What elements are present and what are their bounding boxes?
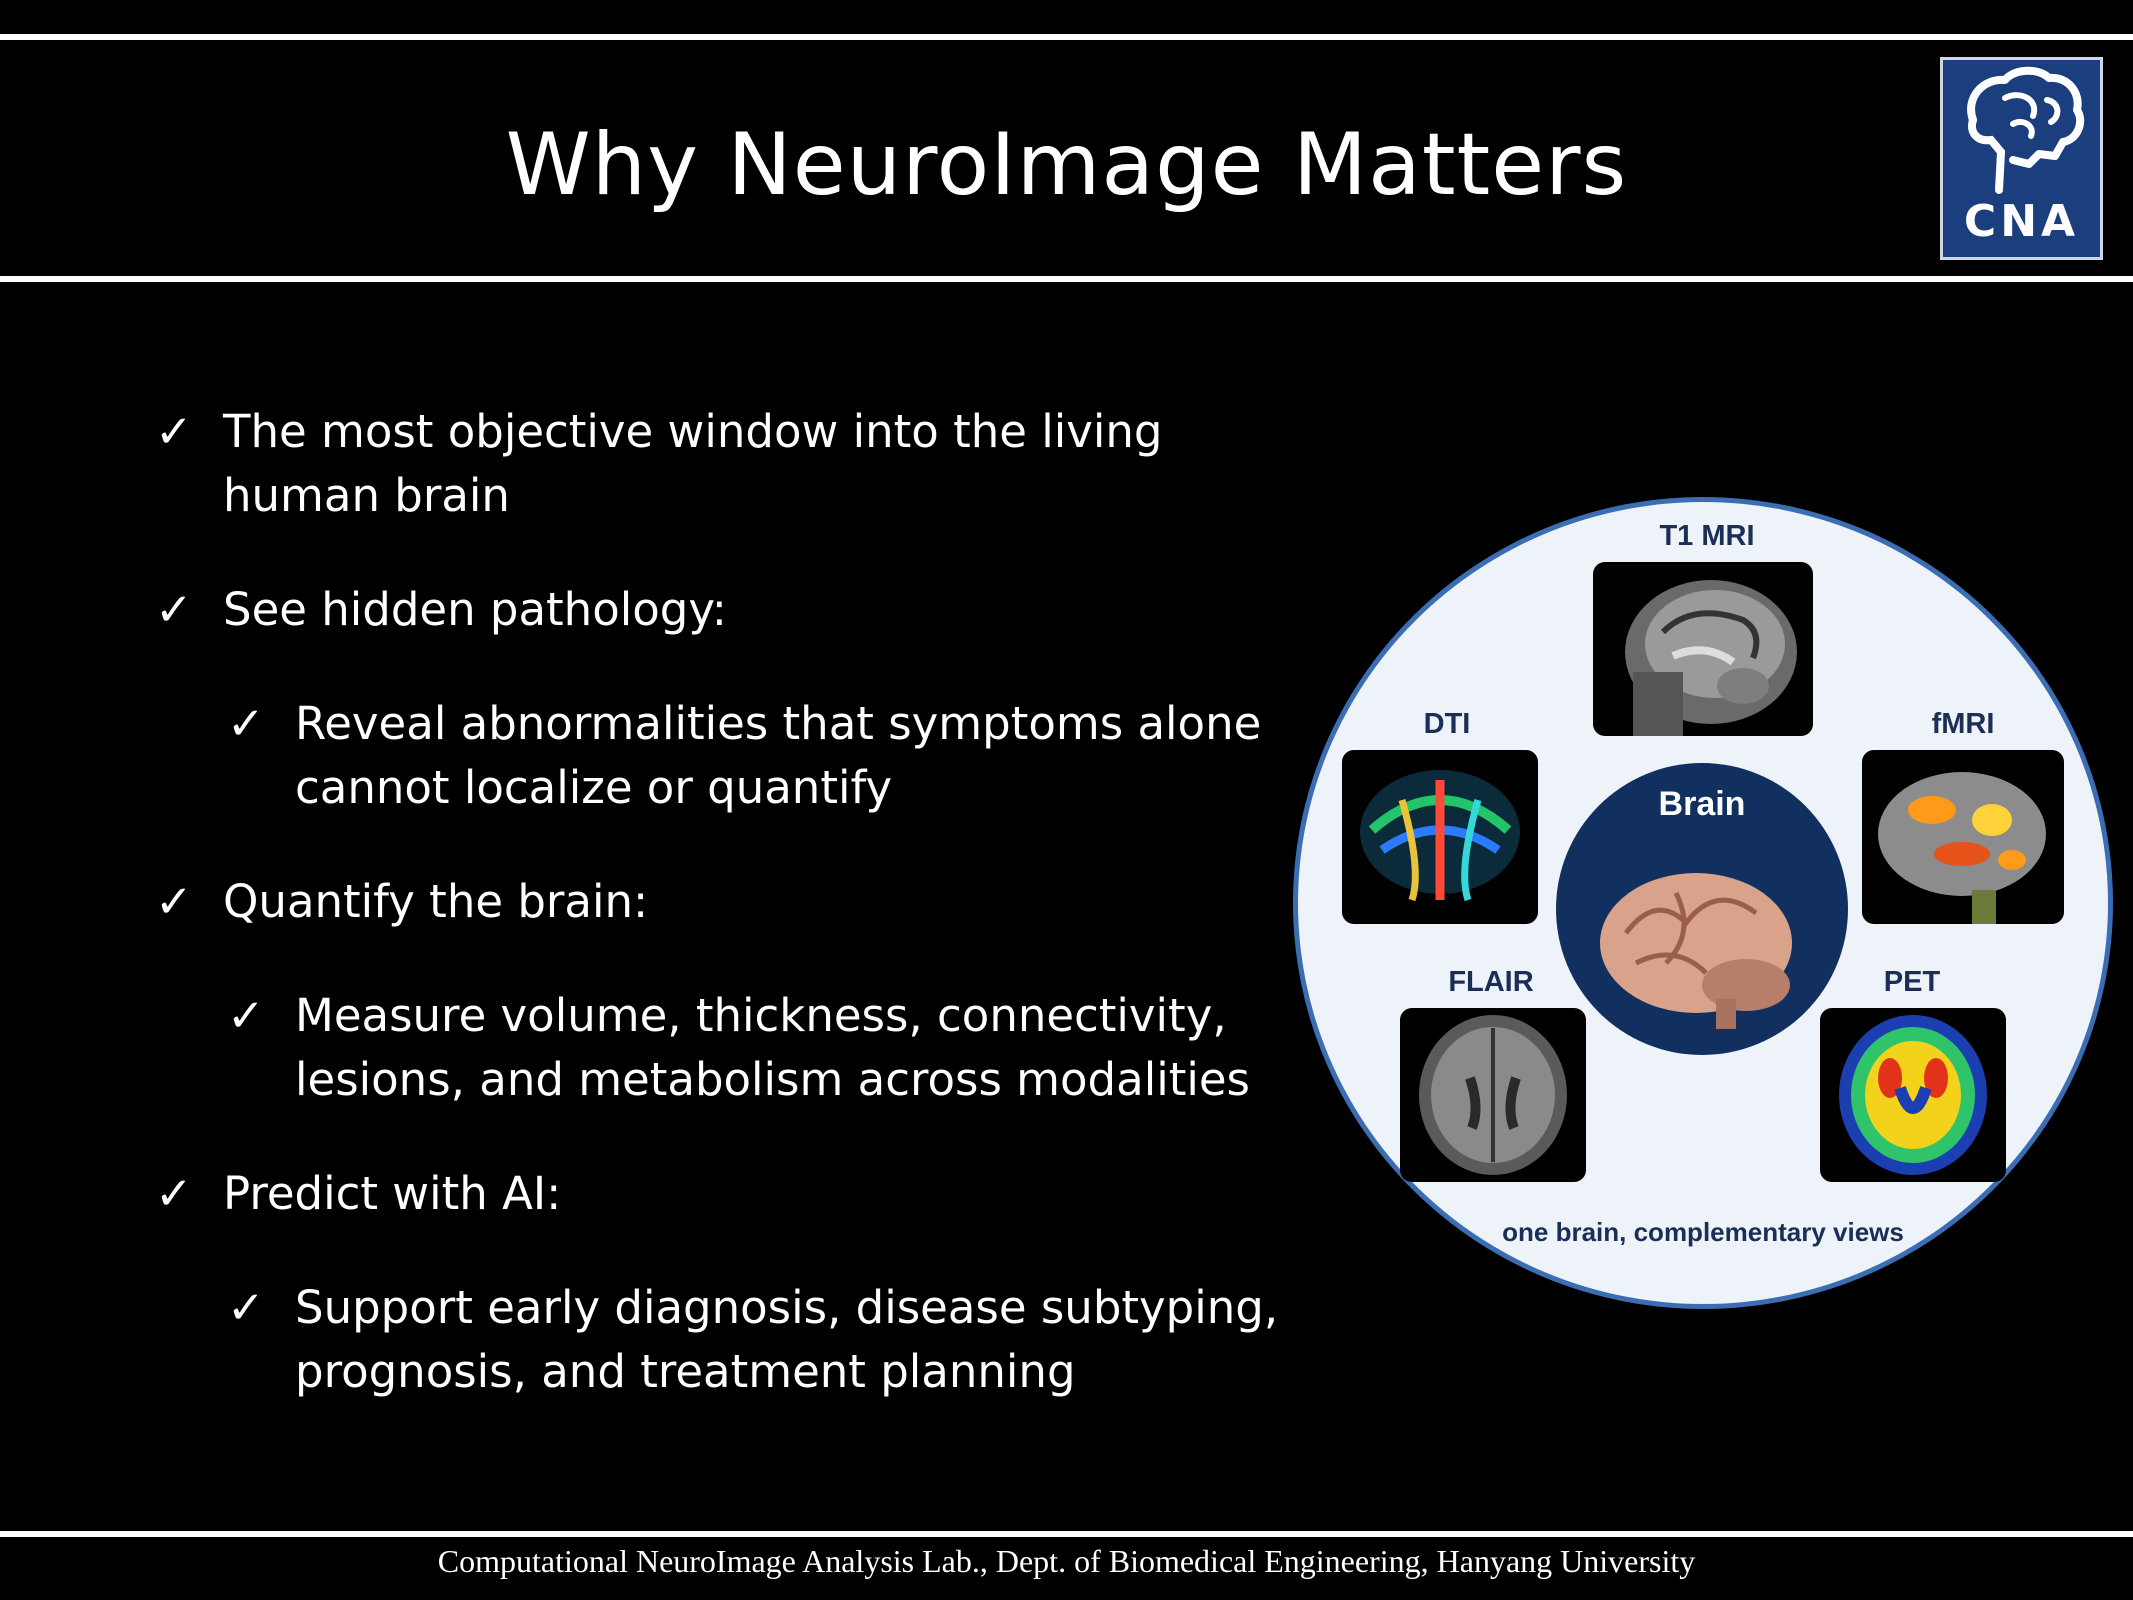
- check-icon: ✓: [227, 697, 265, 750]
- check-icon: ✓: [227, 989, 265, 1042]
- brain-hub: Brain: [1556, 763, 1848, 1055]
- sub-bullet-measure: ✓ Measure volume, thickness, connectivit…: [155, 984, 1305, 1112]
- hub-label: Brain: [1658, 785, 1746, 823]
- pet-image: [1820, 1008, 2006, 1182]
- label-t1-mri: T1 MRI: [1659, 520, 1755, 552]
- brain-outline-icon: [1967, 66, 2085, 194]
- bullet-text: Predict with AI:: [223, 1167, 562, 1220]
- label-dti: DTI: [1423, 708, 1471, 740]
- bullet-text: The most objective window into the livin…: [223, 405, 1163, 522]
- footer-rule: [0, 1531, 2133, 1537]
- bullet-objective-window: ✓ The most objective window into the liv…: [155, 400, 1305, 528]
- fmri-activation-icon: [1878, 772, 2046, 924]
- dti-image: [1342, 750, 1538, 924]
- header-rule: [0, 276, 2133, 282]
- bullet-predict-ai: ✓ Predict with AI:: [155, 1162, 1305, 1226]
- check-icon: ✓: [155, 875, 193, 928]
- logo-text: CNA: [1963, 196, 2080, 247]
- dti-tractography-icon: [1360, 770, 1520, 902]
- bullet-text: See hidden pathology:: [223, 583, 727, 636]
- check-icon: ✓: [155, 583, 193, 636]
- bullet-text: Measure volume, thickness, connectivity,…: [295, 989, 1250, 1106]
- check-icon: ✓: [155, 1167, 193, 1220]
- bullet-text: Support early diagnosis, disease subtypi…: [295, 1281, 1279, 1398]
- sub-bullet-support-diagnosis: ✓ Support early diagnosis, disease subty…: [155, 1276, 1305, 1404]
- flair-image: [1400, 1008, 1586, 1182]
- bullet-hidden-pathology: ✓ See hidden pathology:: [155, 578, 1305, 642]
- label-flair: FLAIR: [1448, 966, 1534, 998]
- bullet-text: Quantify the brain:: [223, 875, 649, 928]
- bullet-text: Reveal abnormalities that symptoms alone…: [295, 697, 1262, 814]
- check-icon: ✓: [155, 405, 193, 458]
- figure-caption: one brain, complementary views: [1502, 1217, 1904, 1247]
- slide-title: Why NeuroImage Matters: [505, 115, 1628, 215]
- t1-mri-image: [1593, 562, 1813, 736]
- brain-icon: [1600, 873, 1792, 1029]
- fmri-image: [1862, 750, 2064, 924]
- footer-text: Computational NeuroImage Analysis Lab., …: [437, 1543, 1696, 1579]
- bullet-quantify-brain: ✓ Quantify the brain:: [155, 870, 1305, 934]
- bullet-list: ✓ The most objective window into the liv…: [155, 400, 1305, 1404]
- lab-logo: CNA: [1940, 57, 2103, 260]
- flair-axial-icon: [1419, 1015, 1567, 1175]
- t1-sagittal-icon: [1625, 580, 1797, 736]
- pet-metabolism-icon: [1839, 1015, 1987, 1175]
- check-icon: ✓: [227, 1281, 265, 1334]
- top-rule: [0, 34, 2133, 40]
- label-pet: PET: [1883, 966, 1941, 998]
- sub-bullet-reveal-abnormalities: ✓ Reveal abnormalities that symptoms alo…: [155, 692, 1305, 820]
- label-fmri: fMRI: [1931, 708, 1995, 740]
